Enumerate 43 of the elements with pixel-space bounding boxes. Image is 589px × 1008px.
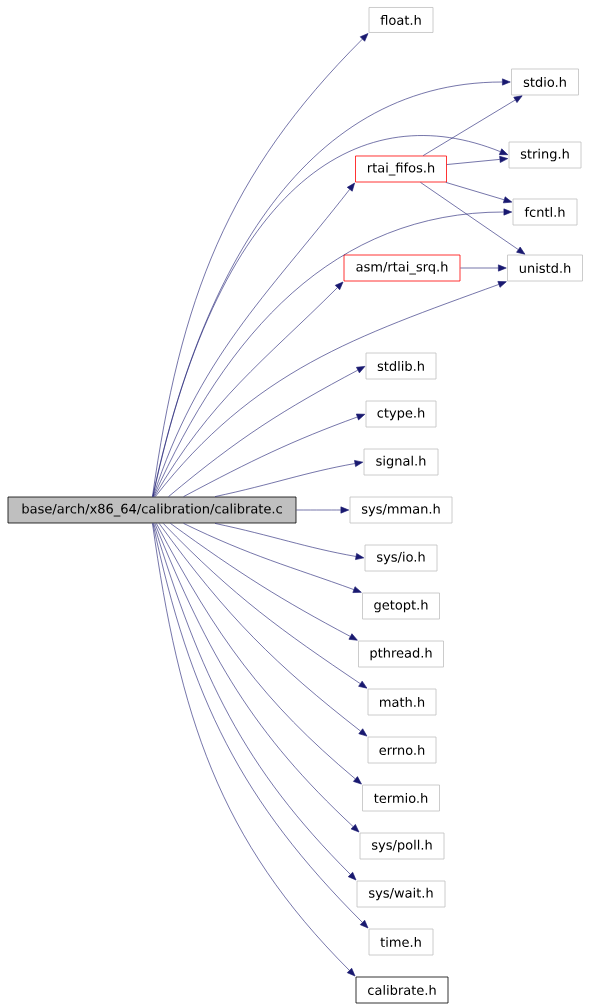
- file-box: stdlib.h: [365, 352, 437, 380]
- arrow: [296, 506, 350, 514]
- arrow: [156, 523, 362, 785]
- file-box: sys/io.h: [364, 544, 438, 572]
- file-box: errno.h: [367, 736, 437, 764]
- file-box: math.h: [367, 688, 437, 716]
- arrow: [155, 281, 507, 497]
- arrow: [158, 523, 368, 737]
- file-box: time.h: [368, 928, 434, 956]
- file-box: base/arch/x86_64/calibration/calibrate.c: [7, 496, 297, 524]
- arrow: [162, 523, 368, 689]
- file-box: sys/mman.h: [349, 496, 453, 524]
- file-box: asm/rtai_srq.h: [343, 254, 461, 282]
- file-box: string.h: [508, 141, 582, 169]
- arrow: [170, 523, 358, 641]
- arrow: [152, 523, 369, 929]
- file-box: rtai_fifos.h: [355, 155, 447, 183]
- file-box: ctype.h: [365, 400, 437, 428]
- arrow: [460, 264, 507, 272]
- arrow: [214, 523, 365, 560]
- file-box: float.h: [368, 7, 434, 33]
- arrow: [446, 155, 509, 165]
- file-box: fcntl.h: [512, 198, 578, 226]
- file-box: stdio.h: [511, 68, 579, 96]
- file-box: sys/poll.h: [359, 832, 445, 860]
- arrow: [214, 460, 364, 497]
- file-box: getopt.h: [362, 592, 440, 620]
- arrow: [153, 208, 513, 497]
- arrow: [168, 366, 366, 497]
- arrow: [152, 523, 356, 977]
- file-box: termio.h: [362, 784, 440, 812]
- arrow: [154, 281, 344, 497]
- arrow: [183, 523, 362, 593]
- file-box: signal.h: [363, 448, 439, 476]
- file-box: sys/wait.h: [356, 880, 446, 908]
- arrow: [183, 413, 366, 497]
- file-box: pthread.h: [358, 640, 444, 668]
- file-box: calibrate.h: [355, 976, 449, 1004]
- arrow: [420, 182, 526, 255]
- arrow: [422, 95, 523, 156]
- arrow: [445, 182, 513, 204]
- arrow: [152, 33, 369, 497]
- file-box: unistd.h: [507, 254, 583, 282]
